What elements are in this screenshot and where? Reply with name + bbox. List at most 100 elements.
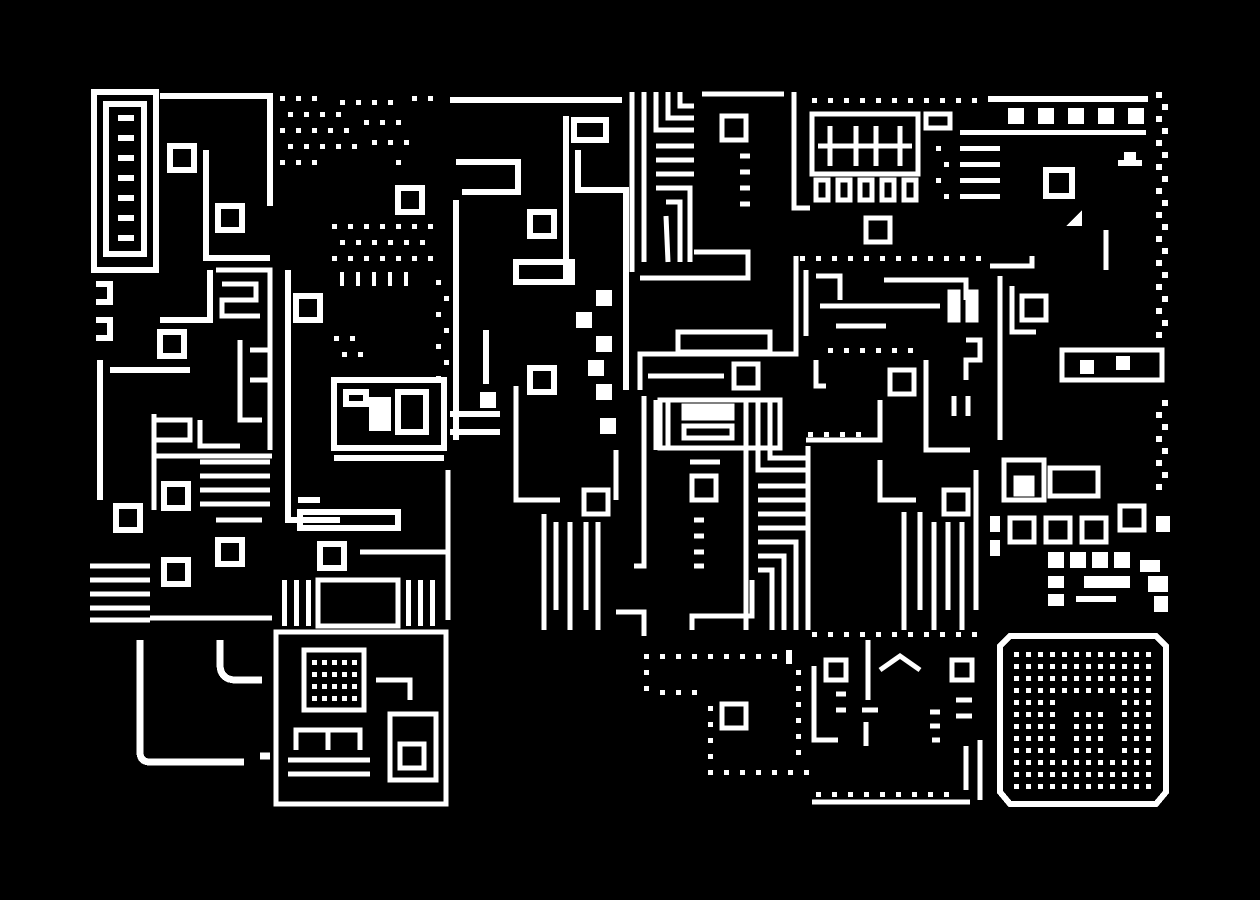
matrix-dot bbox=[1098, 736, 1103, 741]
bottom-right-dots-row bbox=[812, 632, 977, 797]
matrix-dot bbox=[1026, 664, 1031, 669]
matrix-dot bbox=[1038, 712, 1043, 717]
matrix-dot bbox=[1098, 772, 1103, 777]
matrix-dot bbox=[1122, 724, 1127, 729]
matrix-dot bbox=[1050, 676, 1055, 681]
bottom-mid-dotted-box bbox=[644, 650, 809, 775]
mid-right-dots bbox=[808, 347, 1165, 437]
matrix-dot bbox=[1038, 736, 1043, 741]
matrix-dot bbox=[1038, 676, 1043, 681]
matrix-dot bbox=[1014, 664, 1019, 669]
matrix-dot bbox=[1074, 724, 1079, 729]
matrix-dot bbox=[1122, 748, 1127, 753]
matrix-dot bbox=[1134, 652, 1139, 657]
matrix-dot bbox=[1086, 772, 1091, 777]
center-lower-traces bbox=[360, 386, 647, 636]
right-edge-checker bbox=[1156, 92, 1168, 490]
right-pipe-bundle bbox=[743, 400, 979, 630]
matrix-dot bbox=[1062, 760, 1067, 765]
matrix-dot bbox=[1122, 760, 1127, 765]
bottom-right-machinery bbox=[811, 640, 983, 805]
matrix-dot bbox=[1014, 652, 1019, 657]
matrix-dot bbox=[1086, 664, 1091, 669]
matrix-dot bbox=[1134, 688, 1139, 693]
matrix-dot bbox=[1134, 724, 1139, 729]
matrix-dot bbox=[1134, 676, 1139, 681]
matrix-dot bbox=[1086, 748, 1091, 753]
matrix-dot bbox=[1062, 688, 1067, 693]
matrix-dot bbox=[1014, 784, 1019, 789]
matrix-dot bbox=[1026, 760, 1031, 765]
matrix-dot bbox=[1050, 724, 1055, 729]
matrix-dot bbox=[1122, 688, 1127, 693]
matrix-dot bbox=[1014, 688, 1019, 693]
matrix-dot bbox=[1110, 772, 1115, 777]
matrix-dot bbox=[1050, 748, 1055, 753]
left-column-stripes bbox=[90, 414, 272, 623]
matrix-dot bbox=[1062, 784, 1067, 789]
matrix-dot bbox=[1134, 664, 1139, 669]
matrix-dot bbox=[1026, 712, 1031, 717]
matrix-dot bbox=[1074, 772, 1079, 777]
matrix-dot bbox=[1110, 784, 1115, 789]
matrix-dot bbox=[1062, 664, 1067, 669]
center-chip-column bbox=[480, 290, 616, 434]
right-side-blocks bbox=[990, 516, 1170, 612]
matrix-dot bbox=[1074, 652, 1079, 657]
matrix-dot bbox=[1038, 760, 1043, 765]
matrix-dot bbox=[1098, 664, 1103, 669]
matrix-dot bbox=[1014, 760, 1019, 765]
matrix-dot bbox=[1146, 688, 1151, 693]
matrix-dot bbox=[1122, 676, 1127, 681]
matrix-dot bbox=[1050, 688, 1055, 693]
matrix-dot bbox=[1086, 688, 1091, 693]
matrix-dot bbox=[1074, 784, 1079, 789]
matrix-dot bbox=[1110, 652, 1115, 657]
matrix-dot bbox=[1014, 736, 1019, 741]
matrix-dot bbox=[1134, 748, 1139, 753]
matrix-dot bbox=[1014, 748, 1019, 753]
console-grid-dots bbox=[282, 577, 435, 701]
matrix-dot bbox=[1146, 676, 1151, 681]
matrix-dot bbox=[1098, 712, 1103, 717]
matrix-dot bbox=[1026, 748, 1031, 753]
matrix-dot bbox=[1050, 772, 1055, 777]
matrix-dot bbox=[1038, 688, 1043, 693]
matrix-dot bbox=[1110, 688, 1115, 693]
matrix-dot bbox=[1122, 784, 1127, 789]
matrix-dot bbox=[1026, 652, 1031, 657]
matrix-dot bbox=[1038, 664, 1043, 669]
matrix-dot bbox=[1146, 736, 1151, 741]
matrix-dot bbox=[1026, 736, 1031, 741]
matrix-dot bbox=[1122, 712, 1127, 717]
matrix-dot bbox=[1026, 724, 1031, 729]
matrix-dot bbox=[1074, 712, 1079, 717]
bottom-center-console bbox=[273, 629, 449, 807]
matrix-dot bbox=[1038, 700, 1043, 705]
matrix-dot bbox=[1146, 712, 1151, 717]
matrix-dot bbox=[1086, 760, 1091, 765]
upper-right-window-grid bbox=[809, 111, 953, 245]
matrix-dot bbox=[1026, 772, 1031, 777]
matrix-dot bbox=[1146, 664, 1151, 669]
matrix-dot bbox=[1122, 736, 1127, 741]
bottom-left-loop bbox=[136, 640, 270, 766]
matrix-dot bbox=[1086, 676, 1091, 681]
matrix-dot bbox=[1134, 772, 1139, 777]
matrix-dot bbox=[1074, 664, 1079, 669]
matrix-dot bbox=[1074, 676, 1079, 681]
matrix-dot bbox=[1098, 784, 1103, 789]
matrix-dot bbox=[1098, 652, 1103, 657]
middle-right-structure bbox=[637, 256, 1049, 453]
matrix-dot bbox=[1122, 652, 1127, 657]
matrix-dot bbox=[1038, 724, 1043, 729]
matrix-dot bbox=[1122, 664, 1127, 669]
matrix-dot bbox=[1014, 772, 1019, 777]
center-console bbox=[634, 329, 783, 630]
matrix-dot bbox=[1038, 772, 1043, 777]
matrix-dot bbox=[1050, 784, 1055, 789]
matrix-dot bbox=[1062, 676, 1067, 681]
matrix-dot bbox=[1062, 652, 1067, 657]
bottom-mid-chip bbox=[719, 701, 749, 731]
